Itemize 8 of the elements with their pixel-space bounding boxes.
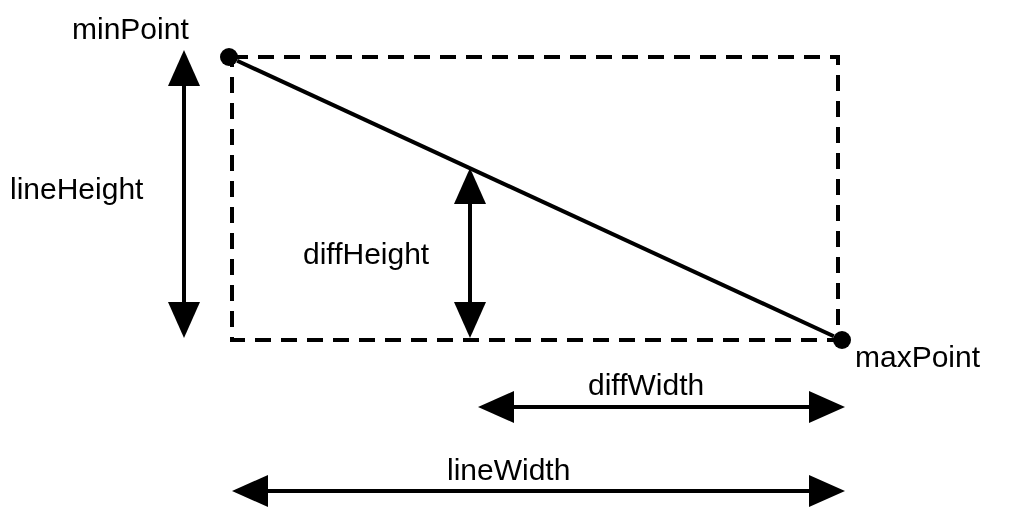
point-marker bbox=[833, 331, 851, 349]
point-label: maxPoint bbox=[855, 340, 981, 374]
point-marker bbox=[220, 48, 238, 66]
dimension-label: diffHeight bbox=[303, 237, 430, 271]
dimension-label: lineHeight bbox=[10, 172, 144, 206]
point-label: minPoint bbox=[72, 12, 189, 46]
dimension-label: lineWidth bbox=[447, 453, 571, 487]
dimension-label: diffWidth bbox=[588, 368, 705, 402]
